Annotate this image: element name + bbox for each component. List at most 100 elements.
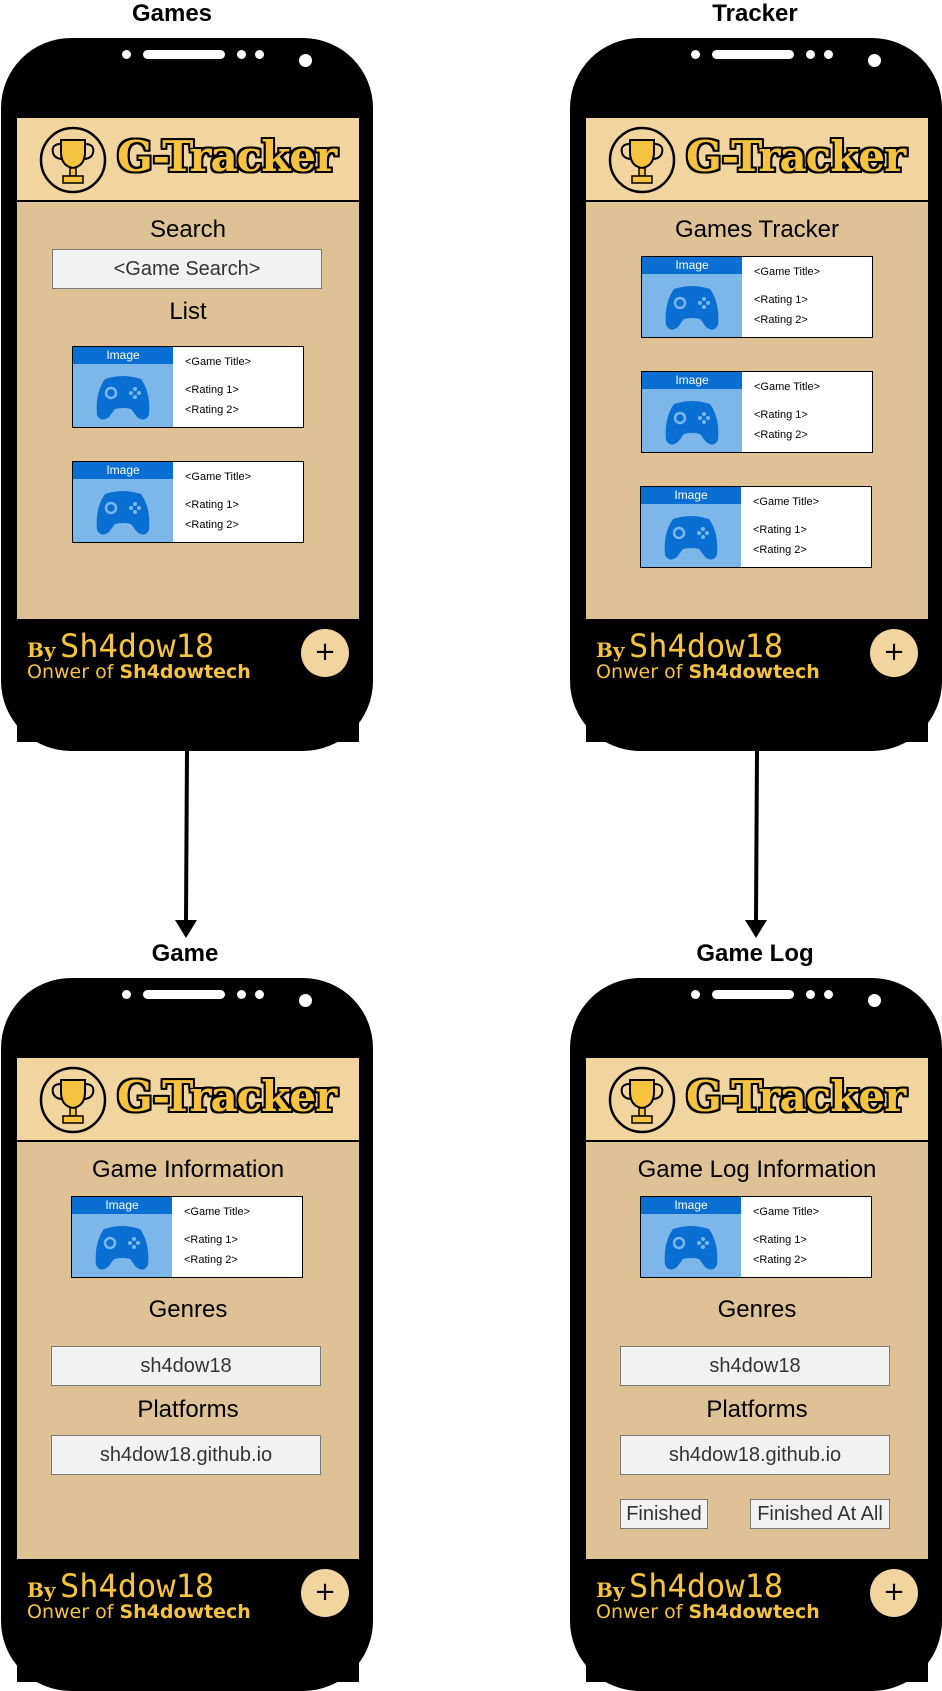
gamepad-icon (664, 516, 718, 560)
game-image: Image (73, 462, 173, 542)
author-line: By Sh4dow18 (596, 1567, 783, 1605)
image-label: Image (642, 372, 742, 389)
owner-brand: Sh4dowtech (119, 661, 251, 683)
game-card[interactable]: Image <Game Title> <Rating 1> <Rating 2> (640, 486, 872, 568)
image-label: Image (72, 1197, 172, 1214)
game-image: Image (642, 257, 742, 337)
add-button[interactable]: + (301, 629, 349, 677)
genres-field[interactable]: sh4dow18 (51, 1346, 321, 1386)
game-image: Image (73, 347, 173, 427)
sensor-dot (255, 990, 264, 999)
screen-display: G-Tracker Games Tracker Image <Game Titl… (586, 118, 928, 742)
author-name: Sh4dow18 (59, 627, 215, 665)
game-title: <Game Title> (753, 1206, 820, 1218)
rating-1: <Rating 1> (185, 384, 239, 396)
arrow-head-games-to-game (175, 920, 197, 938)
game-card[interactable]: Image <Game Title> <Rating 1> <Rating 2> (72, 461, 304, 543)
speaker-grille (143, 50, 225, 59)
game-card[interactable]: Image <Game Title> <Rating 1> <Rating 2> (640, 1196, 872, 1278)
sensor-dot (806, 990, 815, 999)
speaker-grille (712, 50, 794, 59)
screen-title-games: Games (131, 0, 213, 27)
search-input[interactable]: <Game Search> (52, 249, 322, 289)
speaker-grille (712, 990, 794, 999)
author-line: By Sh4dow18 (27, 627, 214, 665)
rating-2: <Rating 2> (753, 544, 807, 556)
add-button[interactable]: + (870, 1569, 918, 1617)
plus-icon: + (314, 1577, 336, 1607)
owner-prefix: Onwer of (596, 1601, 683, 1623)
gamepad-icon (96, 491, 150, 535)
platforms-field[interactable]: sh4dow18.github.io (51, 1435, 321, 1475)
owner-brand: Sh4dowtech (688, 1601, 820, 1623)
game-card[interactable]: Image <Game Title> <Rating 1> <Rating 2> (71, 1196, 303, 1278)
app-body: Game Log Information Image <Game Title> … (586, 1142, 928, 1559)
rating-2: <Rating 2> (753, 1254, 807, 1266)
sensor-dot (255, 50, 264, 59)
game-image: Image (72, 1197, 172, 1277)
owner-line: Onwer of Sh4dowtech (596, 1601, 820, 1623)
gamepad-icon (96, 376, 150, 420)
app-footer: By Sh4dow18 Onwer of Sh4dowtech + (586, 619, 928, 742)
phone-game-log: G-Tracker Game Log Information Image <Ga… (570, 978, 942, 1691)
genres-heading: Genres (148, 1296, 228, 1323)
by-label: By (27, 638, 56, 662)
gamepad-icon (665, 401, 719, 445)
rating-2: <Rating 2> (754, 314, 808, 326)
author-name: Sh4dow18 (59, 1567, 215, 1605)
gamepad-icon (664, 1226, 718, 1270)
phone-tracker: G-Tracker Games Tracker Image <Game Titl… (570, 38, 942, 751)
platforms-field[interactable]: sh4dow18.github.io (620, 1435, 890, 1475)
app-footer: By Sh4dow18 Onwer of Sh4dowtech + (586, 1559, 928, 1682)
screen-display: G-Tracker Game Log Information Image <Ga… (586, 1058, 928, 1682)
image-label: Image (641, 1197, 741, 1214)
app-footer: By Sh4dow18 Onwer of Sh4dowtech + (17, 1559, 359, 1682)
owner-prefix: Onwer of (27, 661, 114, 683)
add-button[interactable]: + (301, 1569, 349, 1617)
camera-dot (299, 54, 312, 67)
trophy-icon (39, 126, 107, 194)
app-header: G-Tracker (586, 118, 928, 202)
list-heading: List (169, 298, 207, 325)
app-title: G-Tracker (686, 132, 906, 181)
finished-button[interactable]: Finished (620, 1499, 708, 1529)
camera-dot (299, 994, 312, 1007)
owner-brand: Sh4dowtech (119, 1601, 251, 1623)
finished-at-all-button[interactable]: Finished At All (750, 1499, 890, 1529)
trophy-icon (39, 1066, 107, 1134)
game-title: <Game Title> (184, 1206, 251, 1218)
game-card[interactable]: Image <Game Title> <Rating 1> <Rating 2> (72, 346, 304, 428)
image-label: Image (642, 257, 742, 274)
genres-field[interactable]: sh4dow18 (620, 1346, 890, 1386)
sensor-dot (237, 990, 246, 999)
search-heading: Search (149, 216, 227, 243)
image-label: Image (73, 347, 173, 364)
rating-1: <Rating 1> (754, 294, 808, 306)
game-image: Image (642, 372, 742, 452)
sensor-dot (122, 50, 131, 59)
sensor-dot (691, 50, 700, 59)
plus-icon: + (883, 637, 905, 667)
gamepad-icon (665, 286, 719, 330)
image-label: Image (73, 462, 173, 479)
genres-heading: Genres (717, 1296, 797, 1323)
sensor-dot (691, 990, 700, 999)
rating-1: <Rating 1> (185, 499, 239, 511)
author-line: By Sh4dow18 (596, 627, 783, 665)
app-header: G-Tracker (17, 118, 359, 202)
add-button[interactable]: + (870, 629, 918, 677)
game-card[interactable]: Image <Game Title> <Rating 1> <Rating 2> (641, 256, 873, 338)
game-card[interactable]: Image <Game Title> <Rating 1> <Rating 2> (641, 371, 873, 453)
game-title: <Game Title> (185, 356, 252, 368)
speaker-grille (143, 990, 225, 999)
screen-display: G-Tracker Game Information Image <Game T… (17, 1058, 359, 1682)
rating-2: <Rating 2> (185, 519, 239, 531)
author-line: By Sh4dow18 (27, 1567, 214, 1605)
sensor-dot (237, 50, 246, 59)
app-title: G-Tracker (117, 132, 337, 181)
owner-line: Onwer of Sh4dowtech (27, 661, 251, 683)
owner-line: Onwer of Sh4dowtech (27, 1601, 251, 1623)
tracker-heading: Games Tracker (674, 216, 840, 243)
sensor-dot (824, 50, 833, 59)
owner-prefix: Onwer of (596, 661, 683, 683)
